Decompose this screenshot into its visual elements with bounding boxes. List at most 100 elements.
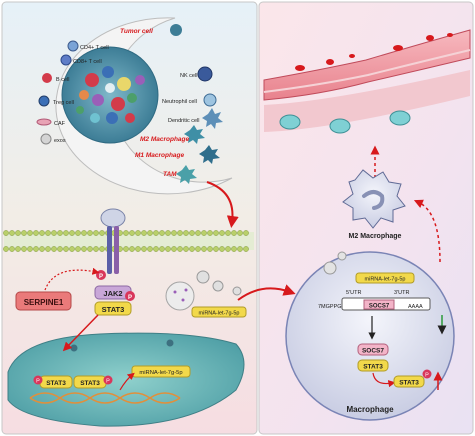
lipid-head — [237, 246, 243, 252]
serpine1-label: SERPINE1 — [24, 298, 64, 307]
lipid-head — [69, 230, 75, 236]
lipid-head — [39, 230, 45, 236]
lipid-head — [87, 246, 93, 252]
vessel-lining — [264, 70, 470, 132]
mirna-nucleus-box — [131, 365, 191, 378]
lipid-head — [177, 246, 183, 252]
tam-label: TAM — [163, 171, 177, 178]
lipid-head — [189, 230, 195, 236]
lipid-head — [201, 230, 207, 236]
lipid-head — [183, 230, 189, 236]
socs7-mrna-label: SOCS7 — [369, 304, 390, 310]
cd4-icon — [67, 40, 79, 52]
lipid-head — [135, 246, 141, 252]
lipid-head — [93, 246, 99, 252]
arrow-tme-to-cell — [206, 181, 239, 228]
neutrophil-icon — [203, 93, 217, 107]
nuc-phospho-b-label: P — [106, 379, 110, 385]
lipid-head — [177, 230, 183, 236]
mirna-nucleus-label: miRNA-let-7g-5p — [139, 370, 182, 376]
nk-icon — [197, 66, 213, 82]
lipid-head — [213, 246, 219, 252]
lipid-head — [213, 230, 219, 236]
poly-a-label: AAAA — [408, 304, 423, 310]
migrating-cells — [279, 110, 411, 134]
cd4-label: CD4+ T cell — [80, 45, 109, 51]
treg-label: Treg cell — [53, 100, 74, 106]
dna-helix — [29, 392, 181, 404]
lipid-head — [99, 230, 105, 236]
mirna-top-label: miRNA-let-7g-5p — [365, 277, 406, 283]
lipid-head — [27, 230, 33, 236]
lipid-head — [147, 246, 153, 252]
lipid-head — [171, 246, 177, 252]
cell-membrane — [3, 230, 254, 252]
nuc-phospho-a — [33, 375, 43, 385]
stat3-box — [94, 301, 132, 316]
lipid-head — [189, 246, 195, 252]
stat3-inhibited-label: STAT3 — [363, 364, 383, 371]
lipid-head — [153, 246, 159, 252]
phospho-stat3-label: P — [128, 295, 132, 301]
lipid-head — [99, 246, 105, 252]
treg-icon — [38, 95, 50, 107]
lipid-head — [219, 230, 225, 236]
lipid-head — [243, 246, 249, 252]
macrophage-label: Macrophage — [346, 405, 394, 414]
lipid-head — [75, 246, 81, 252]
lipid-head — [93, 230, 99, 236]
lipid-head — [159, 246, 165, 252]
lipid-head — [81, 230, 87, 236]
lipid-head — [39, 246, 45, 252]
lipid-head — [237, 230, 243, 236]
lipid-head — [183, 246, 189, 252]
lipid-head — [159, 230, 165, 236]
nuc-stat3-b-label: STAT3 — [80, 380, 100, 387]
lipid-head — [141, 246, 147, 252]
lipid-head — [69, 246, 75, 252]
lipid-head — [3, 230, 9, 236]
lipid-head — [57, 230, 63, 236]
m1-label: M1 Macrophage — [135, 152, 185, 159]
blood-vessel — [263, 29, 471, 101]
lipid-head — [231, 230, 237, 236]
neutrophil-label: Neutrophil cell — [162, 99, 197, 105]
lipid-head — [207, 246, 213, 252]
lipid-head — [243, 230, 249, 236]
cd8-icon — [60, 54, 72, 66]
dendritic-icon — [202, 108, 223, 129]
lipid-head — [45, 246, 51, 252]
lipid-head — [27, 246, 33, 252]
lipid-head — [123, 230, 129, 236]
stat3-phospho-label: P — [425, 373, 429, 379]
m1-icon — [199, 145, 220, 164]
cd8-label: CD8+ T cell — [73, 59, 102, 65]
lipid-head — [207, 230, 213, 236]
stat3-phospho — [422, 369, 432, 379]
socs7-mrna-box — [363, 299, 395, 310]
nk-label: NK cell — [180, 73, 197, 79]
lipid-head — [21, 230, 27, 236]
tam-icon — [176, 165, 197, 184]
m2-label: M2 Macrophage — [140, 136, 190, 143]
mirna-top-box — [355, 272, 415, 284]
jak2-label: JAK2 — [103, 289, 122, 298]
phospho-stat3 — [125, 291, 135, 301]
lipid-head — [81, 246, 87, 252]
lipid-head — [231, 246, 237, 252]
lipid-head — [135, 230, 141, 236]
lipid-head — [195, 246, 201, 252]
lipid-head — [219, 246, 225, 252]
lipid-head — [45, 230, 51, 236]
tumor-cell-icon — [170, 24, 182, 36]
b-cell-label: B cell — [56, 77, 69, 83]
lipid-head — [129, 246, 135, 252]
lipid-head — [51, 230, 57, 236]
m2-icon — [184, 125, 205, 144]
caf-label: CAF — [54, 121, 66, 127]
nuc-stat3-a-label: STAT3 — [46, 380, 66, 387]
lipid-head — [195, 230, 201, 236]
lipid-head — [225, 230, 231, 236]
nuc-phospho-a-label: P — [36, 379, 40, 385]
lipid-head — [165, 246, 171, 252]
